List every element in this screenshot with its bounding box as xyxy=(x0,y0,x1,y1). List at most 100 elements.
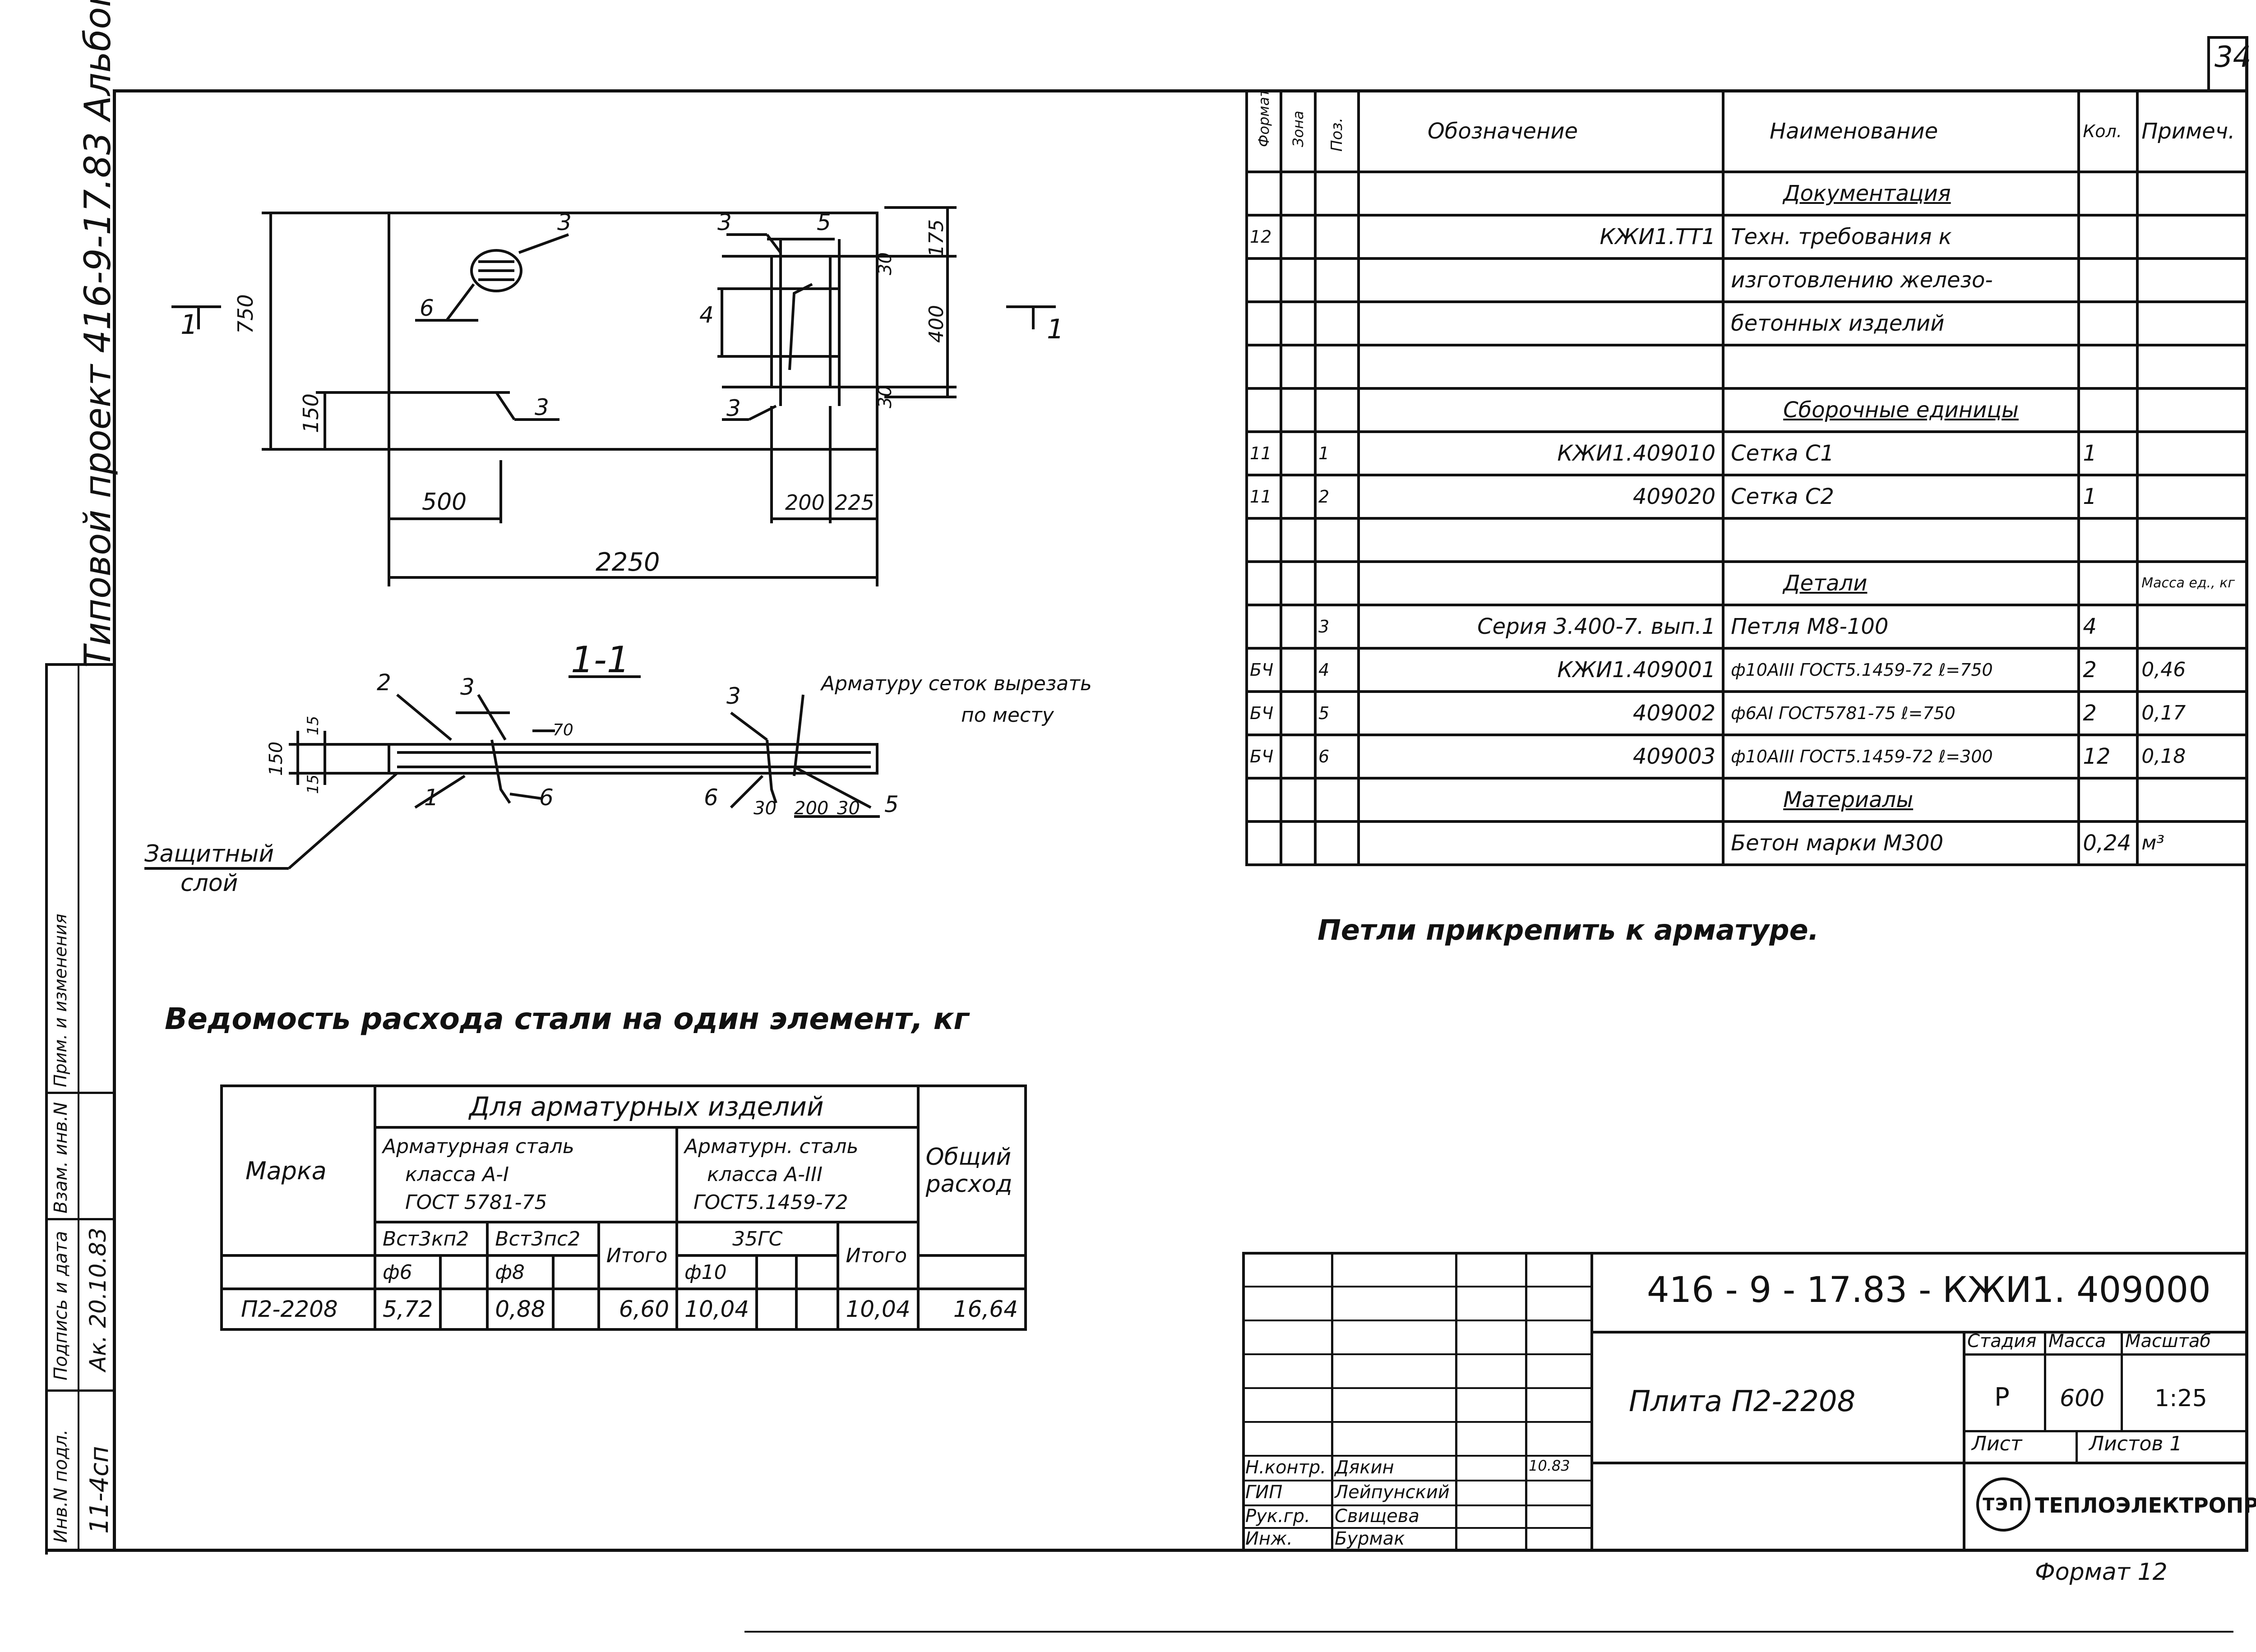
spec-cell: 1 xyxy=(2077,474,2139,520)
sec-callout-6a: 6 xyxy=(539,784,554,811)
vst3kp2-header: Вст3кп2 xyxy=(373,1221,489,1257)
loops-note: Петли прикрепить к арматуре. xyxy=(1318,914,1819,946)
spec-cell xyxy=(2136,430,2248,476)
left-margin-sep-3 xyxy=(45,1092,113,1094)
spec-cell xyxy=(2077,214,2139,260)
spec-cell: Серия 3.400-7. вып.1 xyxy=(1357,604,1725,650)
spec-cell xyxy=(1314,344,1360,390)
diam-8-blank xyxy=(551,1254,600,1290)
col-note: Примеч. xyxy=(2136,89,2248,173)
spec-cell xyxy=(1245,171,1282,217)
tb-row-line xyxy=(1242,1320,1590,1321)
spec-cell: Сборочные единицы xyxy=(1722,387,2080,433)
spec-cell xyxy=(1280,734,1317,780)
sec-dim-30-a: 30 xyxy=(754,798,777,819)
spec-cell: 409003 xyxy=(1357,734,1725,780)
spec-cell: м³ xyxy=(2136,820,2248,866)
dim-30-top: 30 xyxy=(875,252,896,275)
spec-cell xyxy=(1245,517,1282,563)
spec-row: Материалы xyxy=(1245,777,2248,823)
spec-cell xyxy=(1245,300,1282,346)
dim-750: 750 xyxy=(233,294,258,334)
inv-label: Инв.N подл. xyxy=(51,1429,71,1543)
spec-cell: бетонных изделий xyxy=(1722,300,2080,346)
dim-225: 225 xyxy=(835,490,874,515)
diam-10-blank-a xyxy=(755,1254,798,1290)
row-blank-2 xyxy=(551,1287,600,1331)
tb-row-line xyxy=(1242,1387,1590,1389)
spec-cell: 2 xyxy=(2077,690,2139,736)
spec-cell: изготовлению железо- xyxy=(1722,257,2080,303)
spec-cell: Сетка С1 xyxy=(1722,430,2080,476)
sec-note-line1: Арматуру сеток вырезать xyxy=(820,672,1092,695)
spec-cell: 2 xyxy=(2077,647,2139,693)
row-itogo2: 10,04 xyxy=(837,1287,920,1331)
spec-cell: Детали xyxy=(1722,560,2080,606)
scale-label: Масштаб xyxy=(2125,1331,2211,1352)
left-margin-divider xyxy=(78,663,79,1552)
spec-cell xyxy=(1280,171,1317,217)
spec-cell: 4 xyxy=(2077,604,2139,650)
spec-row: изготовлению железо- xyxy=(1245,257,2248,303)
itogo2-header: Итого xyxy=(837,1221,920,1290)
callout-3a: 3 xyxy=(557,209,572,235)
sign-label: Подпись и дата xyxy=(51,1231,71,1380)
org-logo: ТЭП xyxy=(1976,1477,2030,1532)
col-zone: Зона xyxy=(1280,89,1317,173)
dim-2250: 2250 xyxy=(596,548,660,577)
spec-row xyxy=(1245,344,2248,390)
spec-cell xyxy=(1314,777,1360,823)
grade-35gs-header: 35ГС xyxy=(675,1221,840,1257)
spec-cell xyxy=(1357,257,1725,303)
tb-name-sep xyxy=(1590,1462,2248,1464)
spec-cell xyxy=(2077,560,2139,606)
sec-dim-200: 200 xyxy=(794,798,828,819)
spec-cell xyxy=(1280,214,1317,260)
stage-label: Стадия xyxy=(1967,1331,2037,1352)
frame-right xyxy=(2245,36,2248,1552)
tb-mass-col xyxy=(2044,1331,2046,1430)
protective-layer-line2: слой xyxy=(180,870,238,897)
dim-500: 500 xyxy=(422,489,467,516)
spec-cell xyxy=(1357,777,1725,823)
spec-cell: КЖИ1.409010 xyxy=(1357,430,1725,476)
diam-6-blank xyxy=(439,1254,489,1290)
spec-cell xyxy=(1280,387,1317,433)
itogo1-header: Итого xyxy=(597,1221,679,1290)
tb-row-line xyxy=(1242,1455,1590,1457)
drawing-name: Плита П2-2208 xyxy=(1629,1385,1856,1418)
spec-cell xyxy=(2136,300,2248,346)
left-margin-sep-1 xyxy=(45,1389,113,1392)
spec-cell xyxy=(1314,517,1360,563)
class-a3-header: Арматурн. сталь класса А-III ГОСТ5.1459-… xyxy=(675,1126,920,1223)
drawing-code: 416 - 9 - 17.83 - КЖИ1. 409000 xyxy=(1647,1270,2211,1311)
row-blank-4 xyxy=(795,1287,840,1331)
sheet-box-top xyxy=(2207,36,2248,39)
tb-col-2 xyxy=(1455,1252,1457,1552)
spec-cell xyxy=(1280,344,1317,390)
tb-row-line xyxy=(1242,1353,1590,1355)
callout-3b: 3 xyxy=(717,209,732,235)
spec-cell: 0,17 xyxy=(2136,690,2248,736)
tb-code-sep xyxy=(1590,1331,2248,1334)
steel-table-title: Ведомость расхода стали на один элемент,… xyxy=(165,1001,969,1036)
spec-cell xyxy=(2136,777,2248,823)
spec-cell xyxy=(1314,257,1360,303)
row-d8: 0,88 xyxy=(486,1287,555,1331)
spec-cell xyxy=(1245,820,1282,866)
sec-callout-3a: 3 xyxy=(460,674,475,700)
spec-cell: Бетон марки М300 xyxy=(1722,820,2080,866)
spec-cell: Петля М8-100 xyxy=(1722,604,2080,650)
tb-row-line xyxy=(1242,1504,1590,1506)
spec-cell: Сетка С2 xyxy=(1722,474,2080,520)
row-d6: 5,72 xyxy=(373,1287,442,1331)
spec-cell xyxy=(2077,517,2139,563)
sec-callout-3b: 3 xyxy=(726,683,741,709)
spec-cell: 4 xyxy=(1314,647,1360,693)
spec-cell: БЧ xyxy=(1245,647,1282,693)
spec-cell xyxy=(1314,300,1360,346)
